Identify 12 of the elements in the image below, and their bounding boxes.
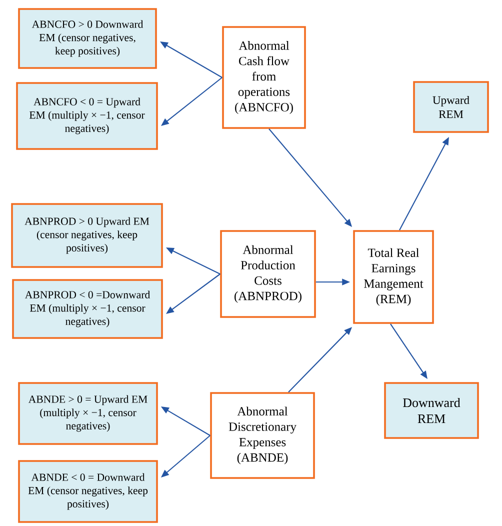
condition-box: ABNPROD > 0 Upward EM (censor negatives, keep positives) xyxy=(11,203,163,268)
condition-box: ABNCFO > 0 Downward EM (censor negatives, keep positives) xyxy=(18,8,157,69)
process-box: Abnormal Discretionary Expenses (ABNDE) xyxy=(210,392,315,479)
condition-box: ABNDE > 0 = Upward EM (multiply × −1, censor negatives) xyxy=(18,382,158,445)
process-box: Total Real Earnings Mangement (REM) xyxy=(353,230,434,324)
condition-box: ABNPROD < 0 =Downward EM (multiply × −1, censor negatives) xyxy=(12,279,163,339)
result-box: Upward REM xyxy=(413,81,489,133)
process-box: Abnormal Production Costs (ABNPROD) xyxy=(220,230,316,318)
result-box: Downward REM xyxy=(384,382,479,439)
condition-box: ABNDE < 0 = Downward EM (censor negatives, keep positives) xyxy=(18,460,158,523)
process-box: Abnormal Cash flow from operations (ABNCFO) xyxy=(222,26,306,129)
condition-box: ABNCFO < 0 = Upward EM (multiply × −1, censor negatives) xyxy=(16,82,158,150)
